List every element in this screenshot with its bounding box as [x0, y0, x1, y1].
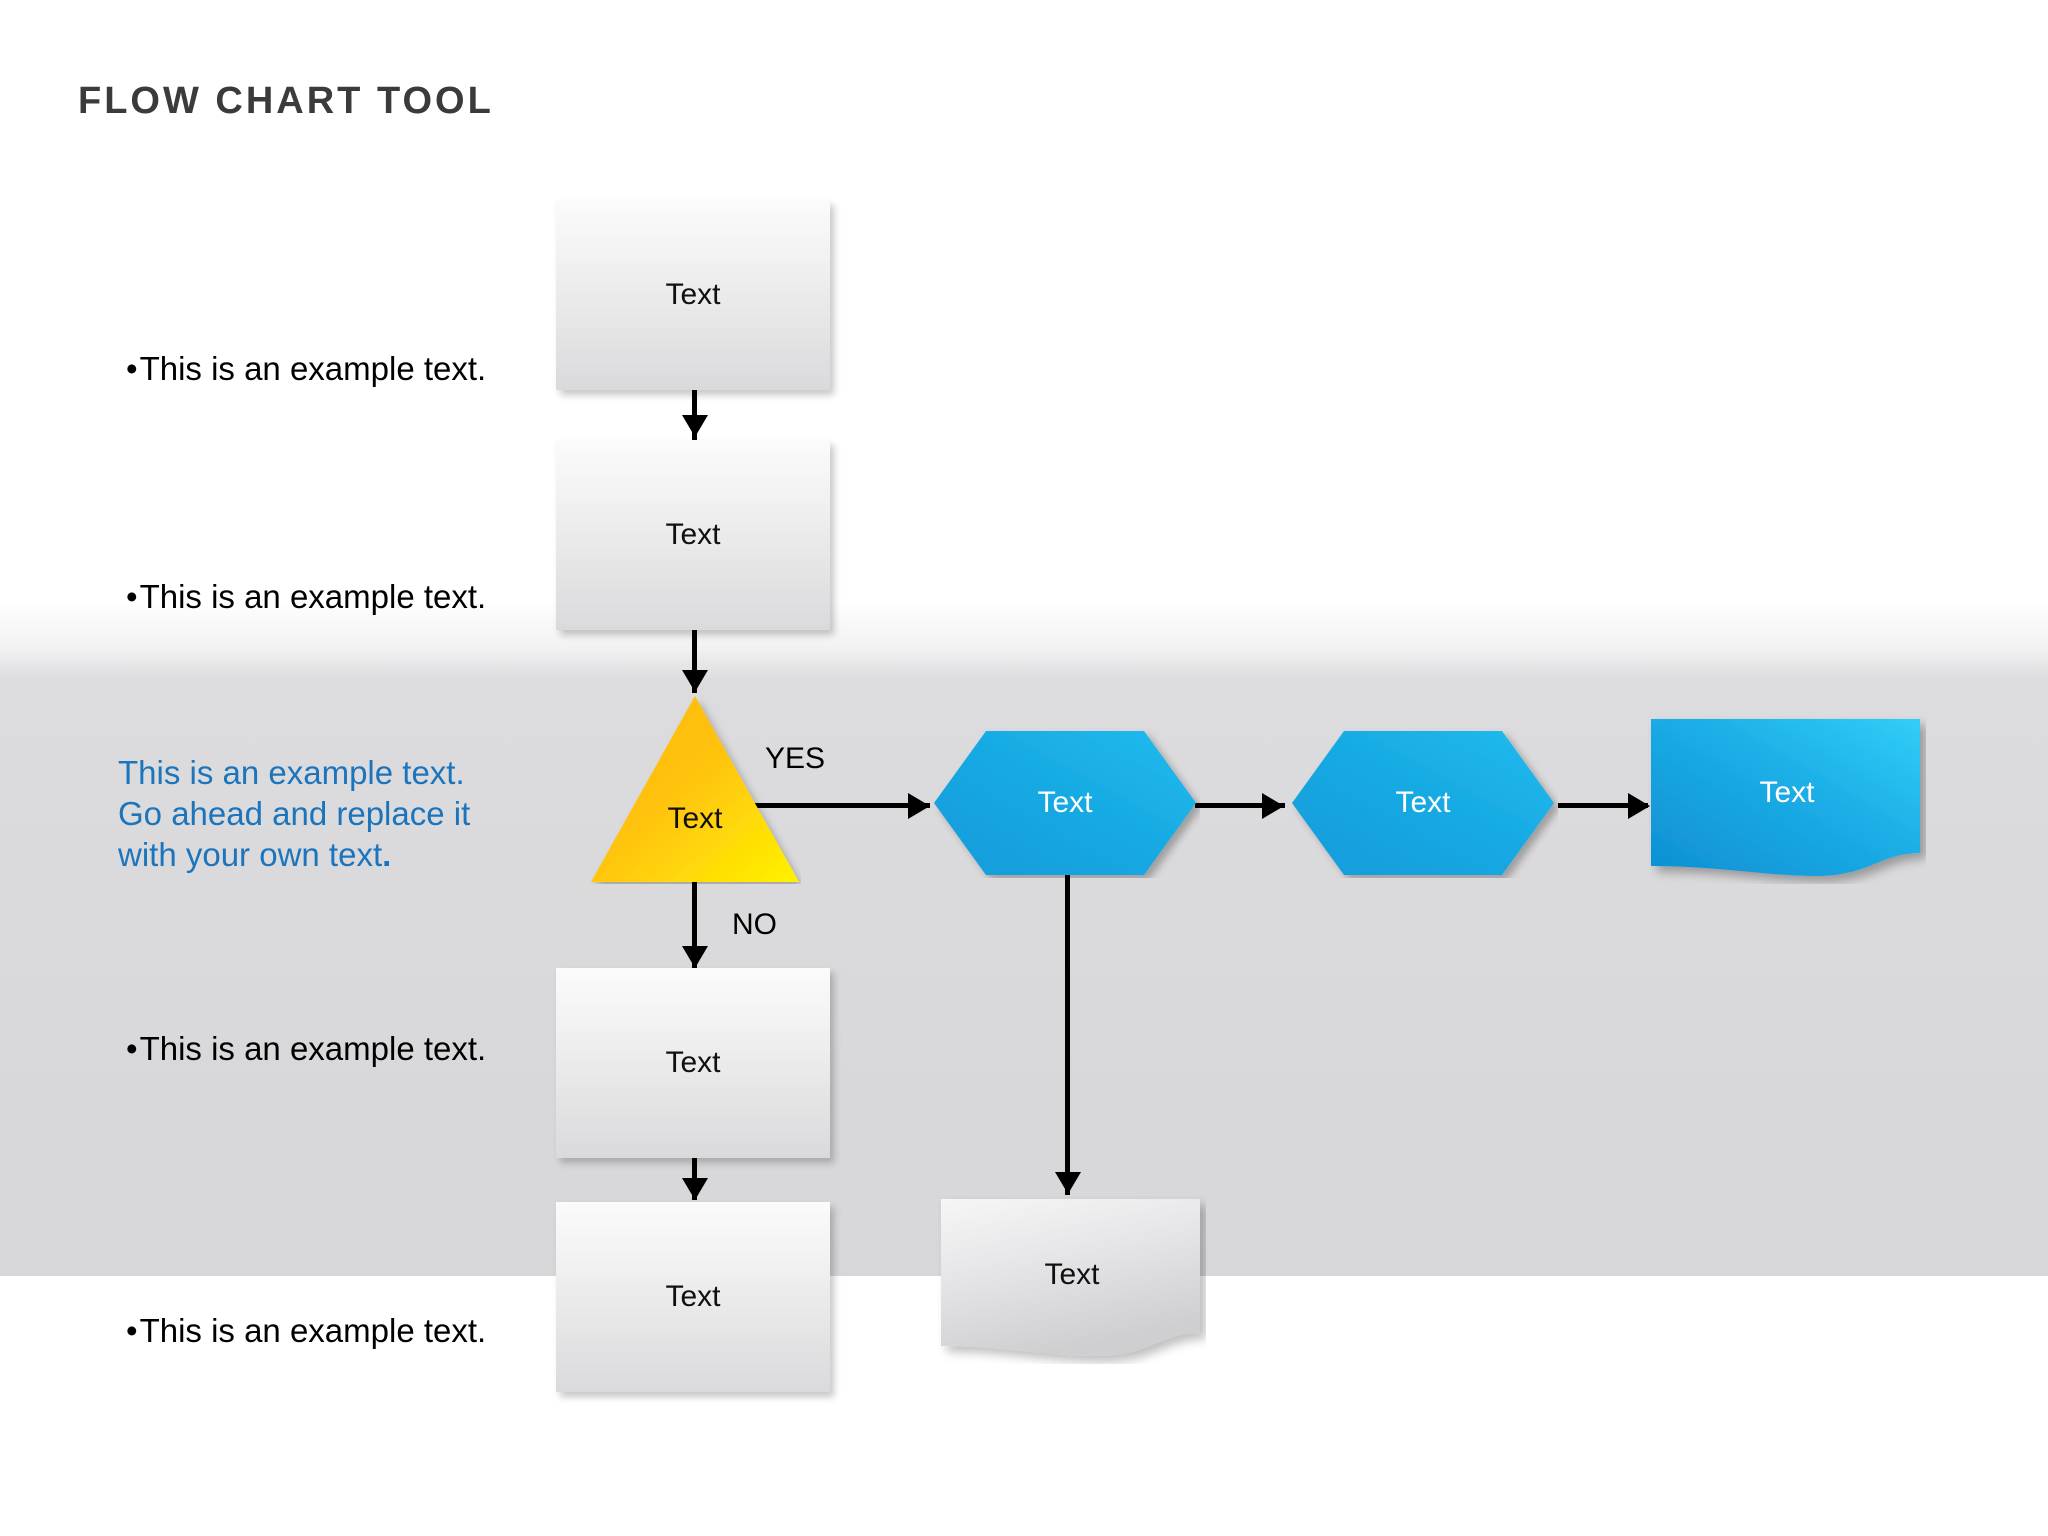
- connector-proc1-proc2: [692, 385, 697, 443]
- highlight-note: This is an example text. Go ahead and re…: [118, 752, 538, 875]
- flow-node-process-2-label: Text: [665, 518, 721, 551]
- flow-node-process-1[interactable]: Text: [556, 200, 830, 390]
- connector-hexa2-docblue: [1558, 803, 1648, 808]
- hexagon-shape-icon: [934, 731, 1196, 875]
- arrowhead-down-icon: [682, 415, 708, 437]
- bullet-marker-icon: •: [126, 1312, 138, 1349]
- flow-node-process-3-label: Text: [665, 1046, 721, 1079]
- page-title: FLOW CHART TOOL: [78, 80, 494, 122]
- arrowhead-right-icon: [1628, 793, 1650, 819]
- connector-hexa1-hexa2: [1195, 803, 1285, 808]
- note-bullet-4-text: This is an example text.: [139, 1312, 487, 1349]
- arrowhead-down-icon: [682, 946, 708, 968]
- flow-node-process-2[interactable]: Text: [556, 440, 830, 630]
- connector-proc3-proc4: [692, 1140, 697, 1200]
- connector-hexa1-docgray: [1065, 875, 1070, 1195]
- note-bullet-1: •This is an example text.: [126, 350, 486, 388]
- flow-node-process-1-label: Text: [665, 278, 721, 311]
- arrowhead-down-icon: [682, 670, 708, 692]
- background-gradient-band: [0, 600, 2048, 680]
- highlight-line-3: with your own text: [118, 836, 383, 873]
- arrowhead-down-icon: [1055, 1172, 1081, 1194]
- note-bullet-3: •This is an example text.: [126, 1030, 486, 1068]
- connector-decision-hexa1: [700, 803, 930, 808]
- document-shape-icon: [941, 1199, 1200, 1356]
- flow-node-process-3[interactable]: Text: [556, 968, 830, 1158]
- note-bullet-4: •This is an example text.: [126, 1312, 486, 1350]
- arrowhead-down-icon: [682, 1178, 708, 1200]
- highlight-line-1: This is an example text.: [118, 754, 465, 791]
- flow-node-process-4-label: Text: [665, 1280, 721, 1313]
- flow-node-hexagon-2[interactable]: Text: [1288, 728, 1558, 878]
- flow-node-hexagon-1[interactable]: Text: [930, 728, 1200, 878]
- flow-node-process-4[interactable]: Text: [556, 1202, 830, 1392]
- bullet-marker-icon: •: [126, 1030, 138, 1067]
- hexagon-shape-icon: [1292, 731, 1554, 875]
- note-bullet-2-text: This is an example text.: [139, 578, 487, 615]
- highlight-line-2: Go ahead and replace it: [118, 795, 471, 832]
- document-shape-icon: [1651, 719, 1920, 876]
- connector-decision-proc3: [692, 880, 697, 968]
- note-bullet-1-text: This is an example text.: [139, 350, 487, 387]
- flow-node-document-gray[interactable]: Text: [938, 1196, 1206, 1364]
- connector-proc2-decision: [692, 625, 697, 693]
- bullet-marker-icon: •: [126, 350, 138, 387]
- triangle-shape-icon: [591, 696, 799, 882]
- arrowhead-right-icon: [1262, 793, 1284, 819]
- branch-label-yes: YES: [765, 742, 826, 775]
- note-bullet-2: •This is an example text.: [126, 578, 486, 616]
- flow-node-decision[interactable]: Text: [589, 694, 801, 884]
- arrowhead-right-icon: [908, 793, 930, 819]
- branch-label-no: NO: [732, 908, 777, 941]
- bullet-marker-icon: •: [126, 578, 138, 615]
- flow-node-document-blue[interactable]: Text: [1648, 716, 1926, 884]
- note-bullet-3-text: This is an example text.: [139, 1030, 487, 1067]
- highlight-line-3-period: .: [382, 836, 392, 873]
